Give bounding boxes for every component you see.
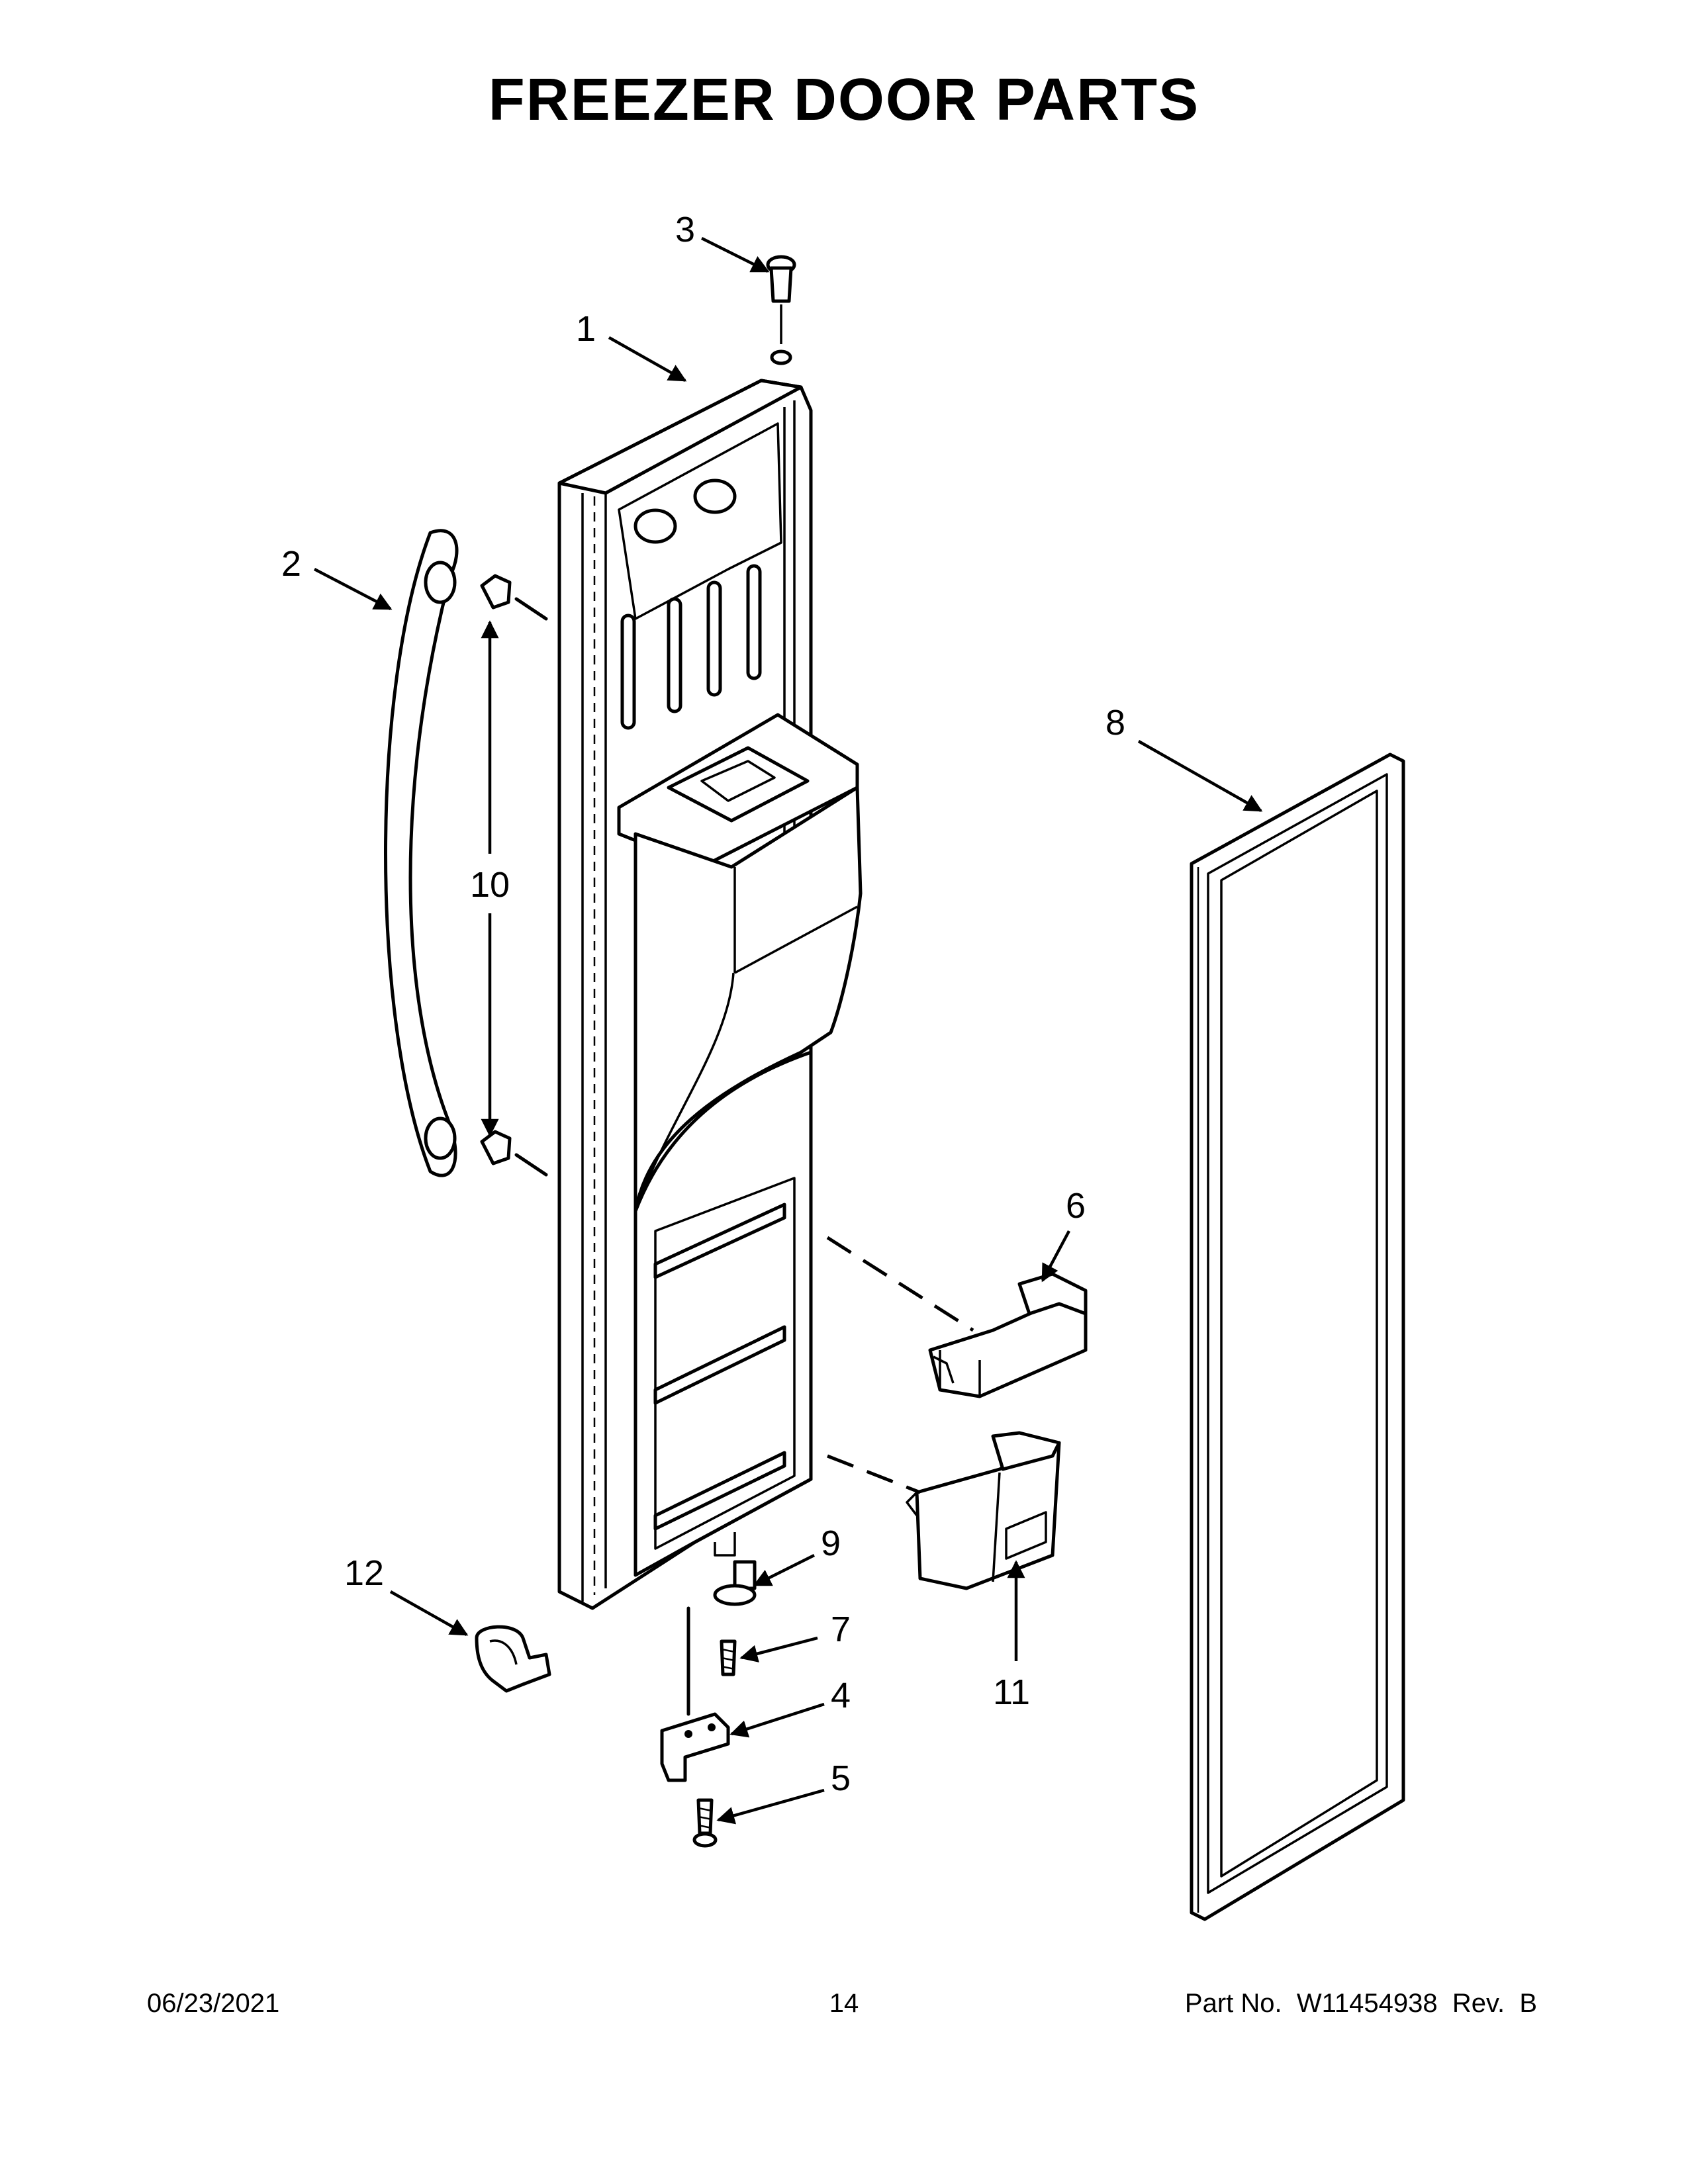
callout-6: 6	[1066, 1186, 1086, 1226]
callout-7: 7	[831, 1610, 851, 1649]
callout-12: 12	[344, 1553, 384, 1593]
callout-11: 11	[993, 1672, 1030, 1712]
footer-part-number: Part No. W11454938 Rev. B	[1185, 1989, 1537, 2019]
callout-3: 3	[675, 210, 695, 250]
callout-2: 2	[281, 544, 301, 584]
door-gasket	[1190, 752, 1405, 1921]
leader-4	[729, 1702, 825, 1738]
leader-6	[1041, 1230, 1070, 1283]
door-handle	[384, 529, 459, 1177]
page-title: FREEZER DOOR PARTS	[488, 67, 1200, 133]
callout-10: 10	[470, 865, 510, 905]
leader-5	[716, 1788, 825, 1825]
callout-1: 1	[576, 309, 596, 349]
hinge-screw-upper	[720, 1639, 737, 1676]
leader-7	[739, 1636, 818, 1662]
bottom-hinge-bracket	[660, 1606, 730, 1782]
leader-9	[753, 1553, 816, 1587]
leader-8	[1137, 740, 1263, 812]
large-door-bin	[906, 1431, 1061, 1590]
freezer-door-assembly	[557, 379, 863, 1610]
hinge-bushing	[713, 1560, 757, 1606]
footer-part-number-text: Part No. W11454938 Rev. B	[1184, 1989, 1537, 2018]
callout-4: 4	[831, 1676, 851, 1715]
callout-5: 5	[831, 1758, 851, 1798]
leader-12	[389, 1590, 469, 1636]
bin-6-assembly-line	[826, 1236, 974, 1332]
hinge-screw-lower	[692, 1798, 718, 1848]
callout-8: 8	[1105, 703, 1125, 743]
leader-3	[700, 236, 770, 273]
footer-page-number: 14	[829, 1989, 859, 2018]
small-door-bin	[928, 1272, 1088, 1398]
callout-9: 9	[821, 1524, 841, 1563]
handle-clip	[475, 1625, 551, 1693]
top-hinge-plug	[766, 255, 796, 365]
footer-date: 06/23/2021	[147, 1989, 280, 2018]
leader-1	[608, 336, 687, 382]
bin-11-assembly-line	[827, 1454, 921, 1494]
leader-2	[313, 568, 393, 610]
